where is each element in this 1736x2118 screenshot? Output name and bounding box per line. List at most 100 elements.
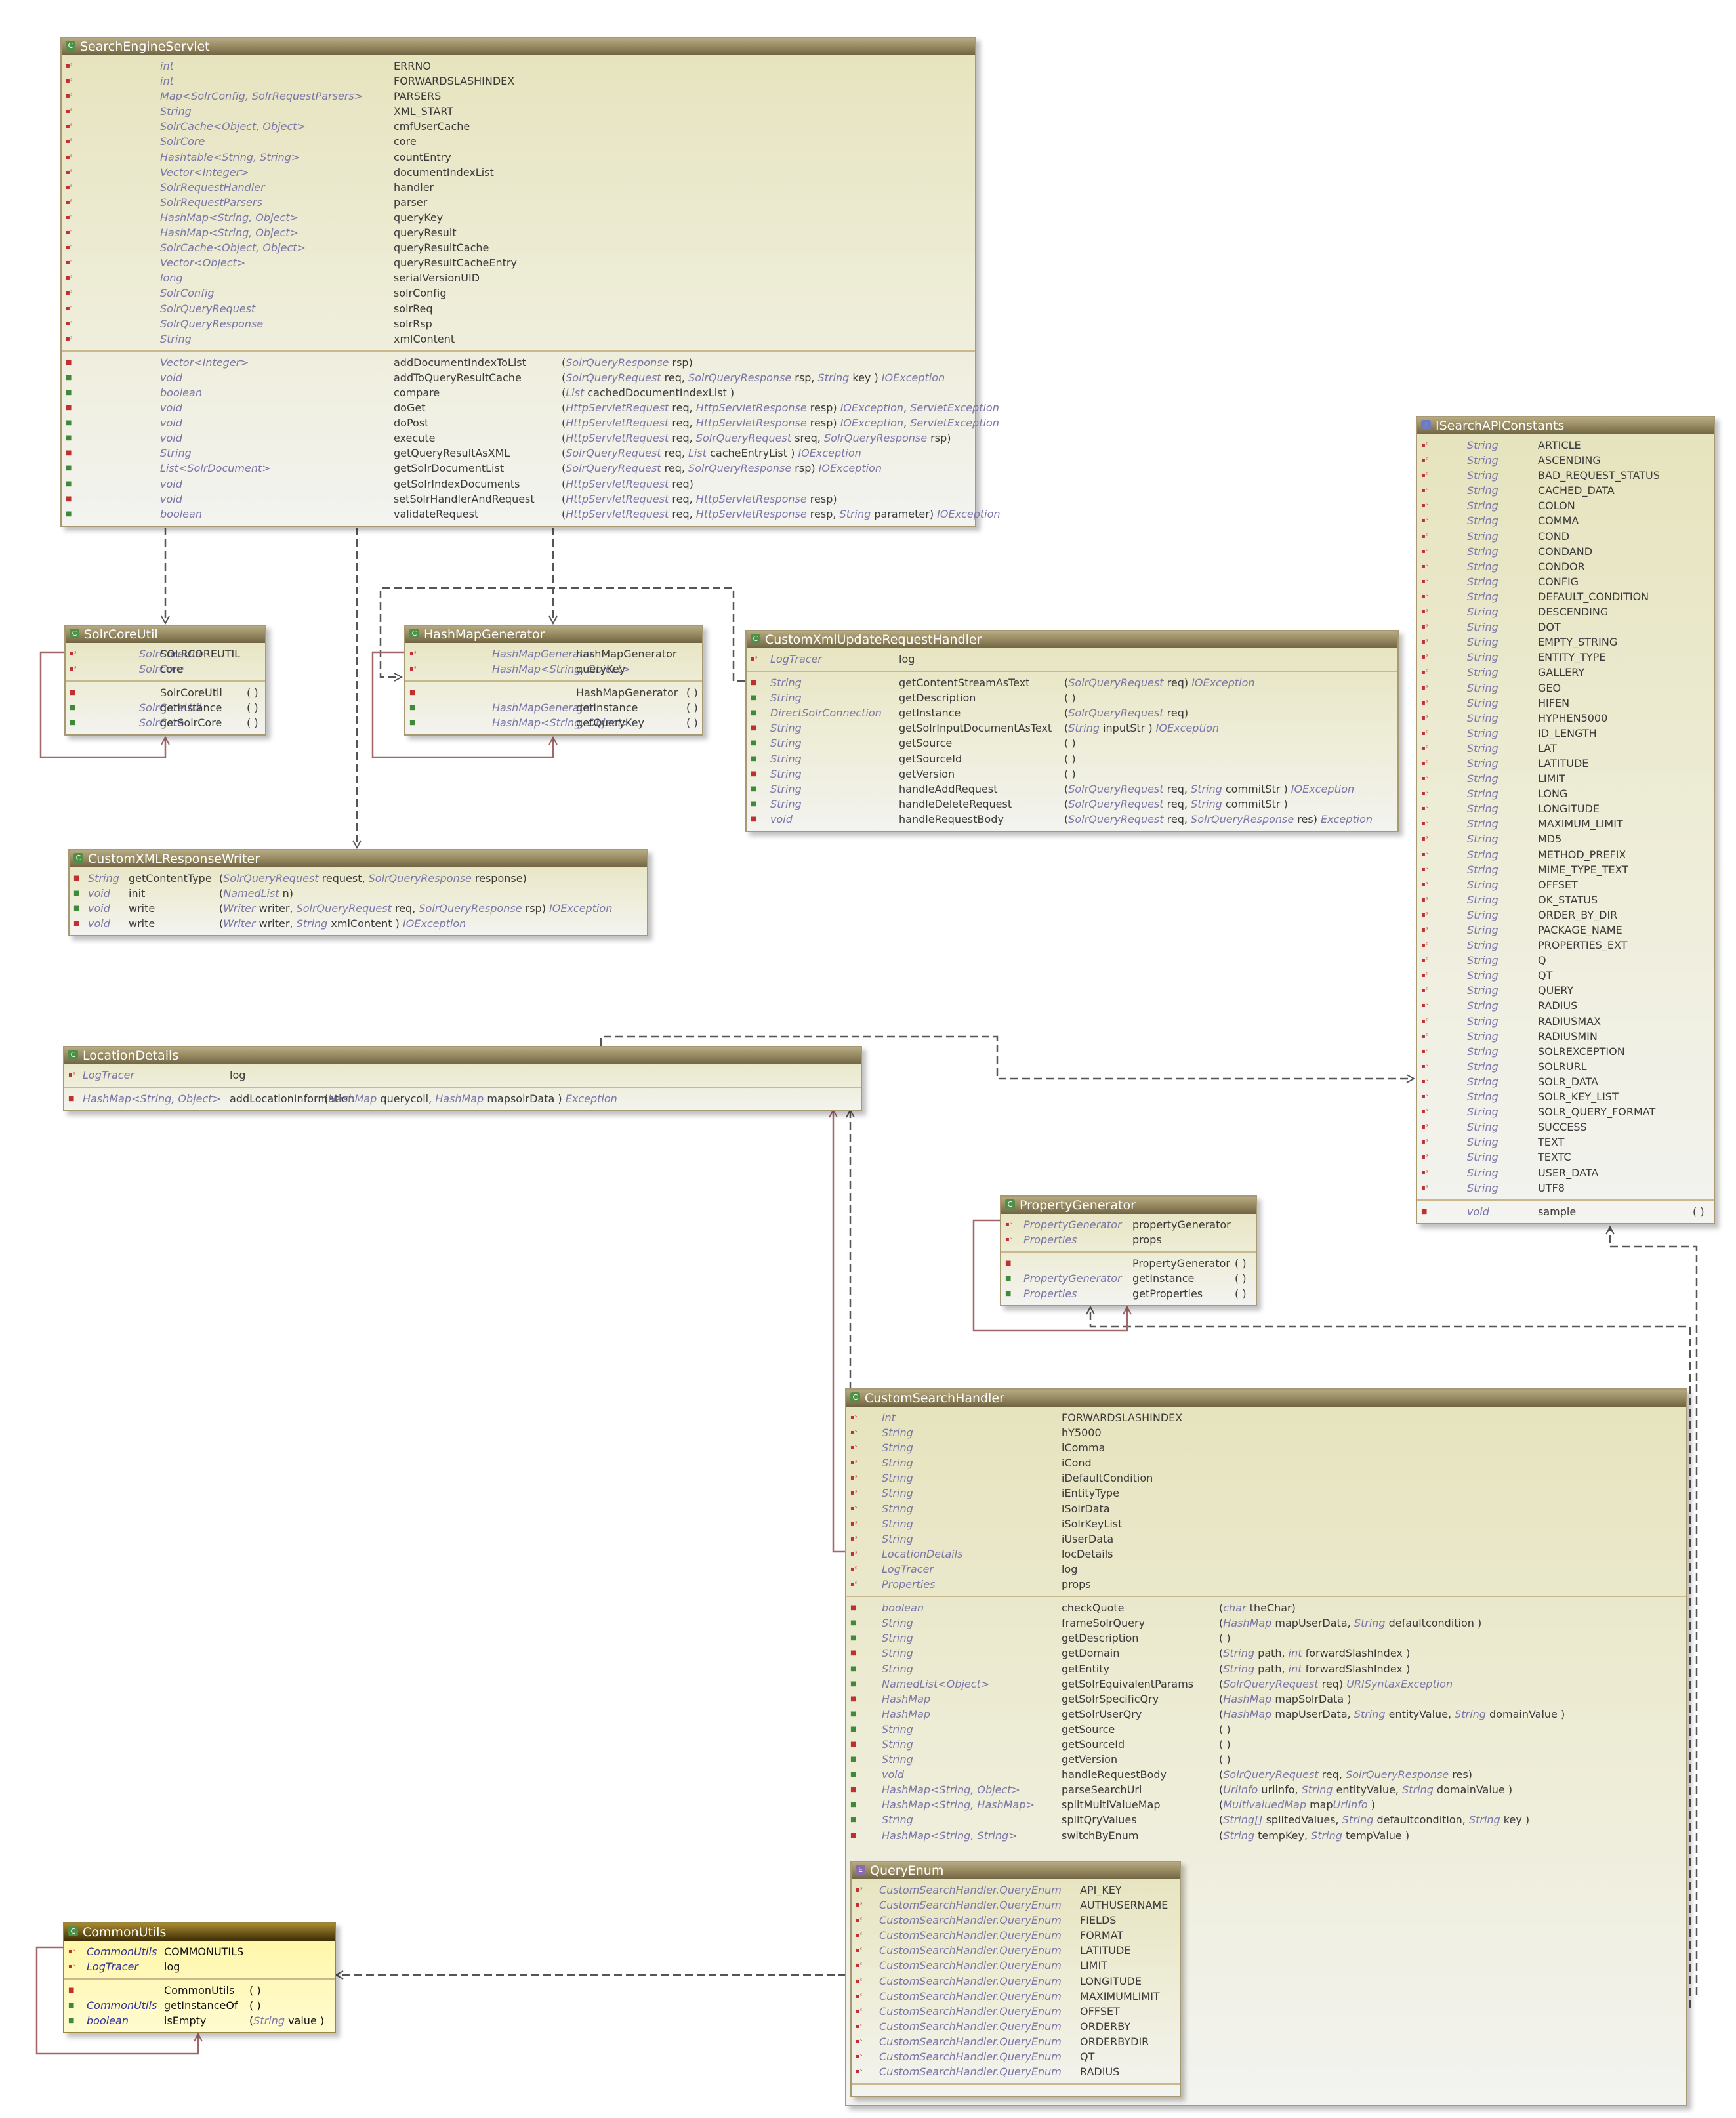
method-row[interactable]: ■HashMapGenerator( ) [405,685,702,700]
method-row[interactable]: ■PropertyGenerator( ) [1001,1256,1256,1271]
method-row[interactable]: ■HashMap<String, HashMap>splitMultiValue… [846,1797,1686,1812]
method-row[interactable]: ■HashMap<String, Object>getQueryKey( ) [405,715,702,730]
method-row[interactable]: ■CommonUtils( ) [64,1983,335,1998]
method-row[interactable]: ■SolrCoreUtil( ) [66,685,265,700]
method-row[interactable]: ■Vector<Integer>addDocumentIndexToList(S… [62,355,975,370]
